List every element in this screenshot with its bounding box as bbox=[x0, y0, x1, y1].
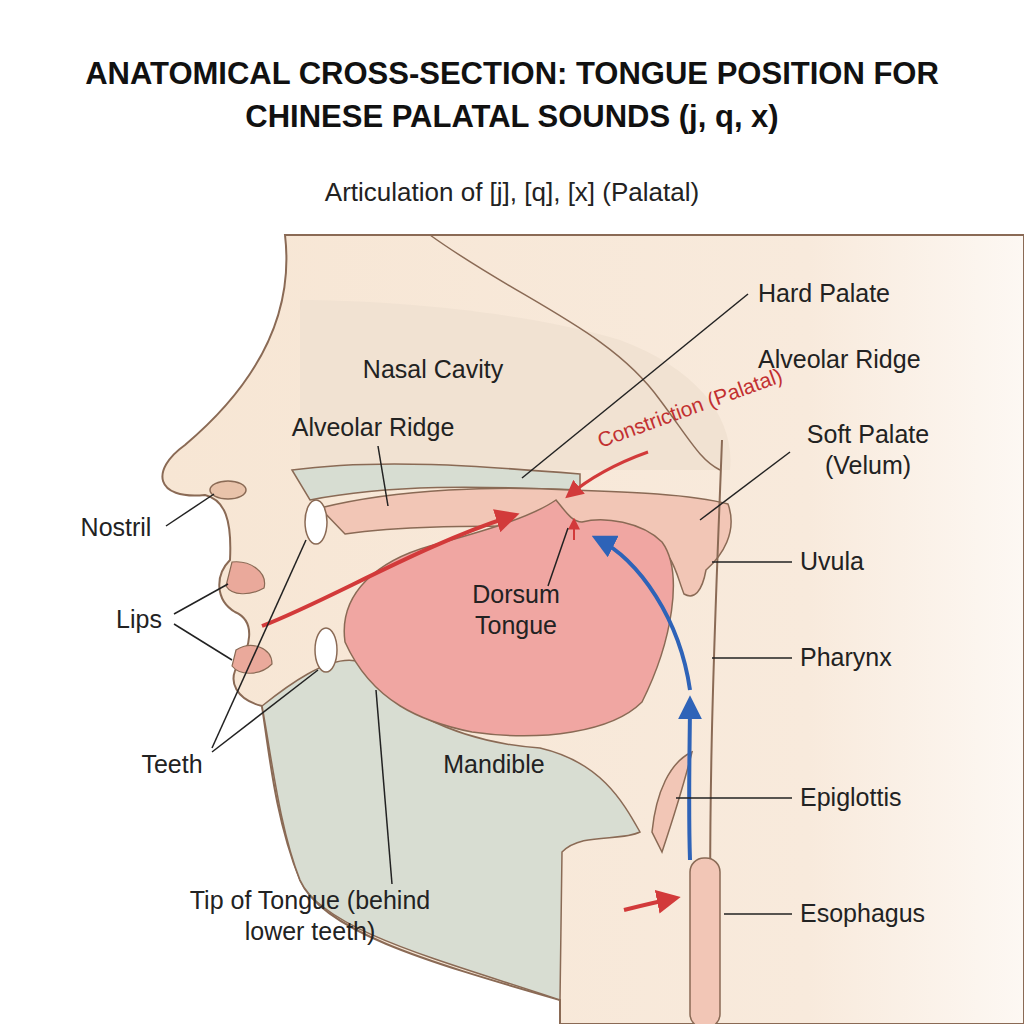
nasal-cavity bbox=[300, 300, 730, 470]
diagram-title: ANATOMICAL CROSS-SECTION: TONGUE POSITIO… bbox=[47, 52, 977, 139]
leader-line bbox=[174, 624, 232, 660]
leader-line bbox=[212, 540, 306, 748]
part-label: Pharynx bbox=[800, 642, 1000, 673]
part-label: Alveolar Ridge bbox=[758, 344, 998, 375]
part-label: Esophagus bbox=[800, 898, 1000, 929]
part-label: Dorsum Tongue bbox=[451, 579, 581, 642]
part-label: Soft Palate (Velum) bbox=[781, 419, 956, 482]
leader-line bbox=[212, 670, 318, 752]
part-label: Hard Palate bbox=[758, 278, 978, 309]
part-label: Tip of Tongue (behind lower teeth) bbox=[160, 885, 460, 948]
constriction-arrow bbox=[568, 452, 648, 496]
tongue-shape bbox=[344, 500, 673, 736]
upper-tooth bbox=[305, 500, 327, 544]
part-label: Alveolar Ridge bbox=[253, 412, 493, 443]
leader-line bbox=[712, 561, 792, 563]
part-label: Epiglottis bbox=[800, 782, 1000, 813]
airflow-arrow bbox=[596, 538, 690, 690]
nostril-shape bbox=[210, 481, 246, 499]
leader-line bbox=[166, 494, 214, 526]
leader-line bbox=[700, 452, 790, 520]
esophagus-tube bbox=[690, 858, 720, 1024]
leader-line bbox=[548, 528, 568, 586]
part-label: Teeth bbox=[122, 749, 222, 780]
upper-lip bbox=[226, 562, 265, 594]
airflow-arrow bbox=[624, 898, 676, 910]
part-label: Lips bbox=[99, 604, 179, 635]
part-label: Nasal Cavity bbox=[323, 354, 543, 385]
leader-line bbox=[724, 913, 792, 915]
leader-line bbox=[376, 690, 392, 884]
leader-lines bbox=[166, 294, 792, 914]
leader-line bbox=[712, 657, 792, 659]
part-label: Uvula bbox=[800, 546, 1000, 577]
constriction-arrow bbox=[573, 520, 575, 540]
airflow-arrow bbox=[687, 700, 692, 860]
leader-line bbox=[174, 584, 228, 614]
subtitle: Articulation of [j], [q], [x] (Palatal) bbox=[162, 176, 862, 209]
epiglottis-shape bbox=[652, 752, 692, 852]
part-label: Nostril bbox=[56, 512, 176, 543]
leader-line bbox=[676, 797, 792, 799]
lower-tooth bbox=[315, 628, 337, 672]
airflow-arrow bbox=[262, 515, 515, 626]
leader-line bbox=[378, 446, 388, 506]
part-label: Mandible bbox=[414, 749, 574, 780]
